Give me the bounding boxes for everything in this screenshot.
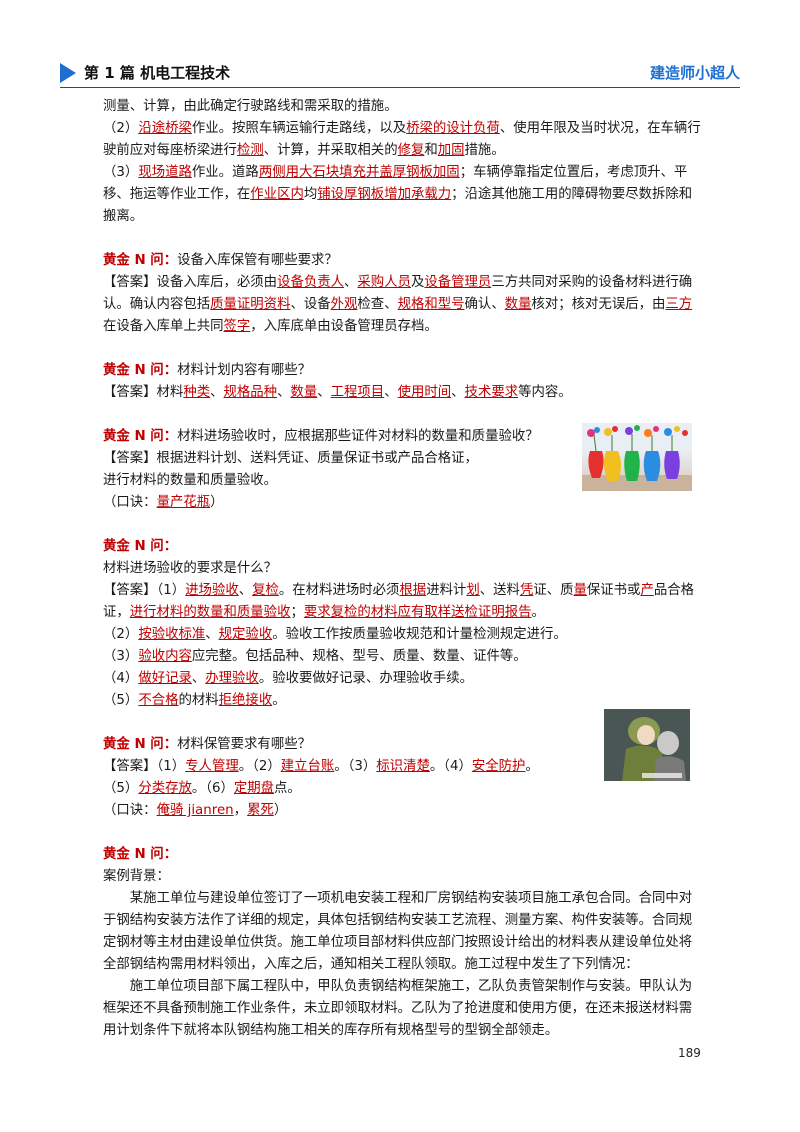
answer: 【答案】（1）进场验收、复检。在材料进场时必须根据进料计划、送料凭证、质量保证书… [103,583,695,620]
case-paragraph: 某施工单位与建设单位签订了一项机电安装工程和厂房钢结构安装项目施工承包合同。合同… [103,891,693,972]
answer: 【答案】（1）专人管理。（2）建立台账。（3）标识清楚。（4）安全防护。 [103,759,539,774]
page-content: 测量、计算，由此确定行驶路线和需采取的措施。 （2）沿途桥梁作业。按照车辆运输行… [103,96,703,1042]
mnemonic: （口诀：量产花瓶） [103,495,224,510]
question: 黄金 N 问：设备入库保管有哪些要求？ [103,253,338,268]
case-paragraph: 施工单位项目部下属工程队中，甲队负责钢结构框架施工，乙队负责管架制作与安装。甲队… [103,979,693,1038]
page-number: 189 [678,1046,701,1060]
answer: （3）验收内容应完整。包括品种、规格、型号、质量、数量、证件等。 [103,649,527,664]
question: 黄金 N 问：材料保管要求有哪些？ [103,737,311,752]
flower-vases-image [582,423,692,491]
section-title: 第 1 篇 机电工程技术 [84,64,231,82]
question-label: 黄金 N 问： [103,737,178,752]
answer: 【答案】材料种类、规格品种、数量、工程项目、使用时间、技术要求等内容。 [103,385,572,400]
question-text: 材料进场验收的要求是什么？ [103,561,278,576]
question: 黄金 N 问：材料计划内容有哪些？ [103,363,311,378]
answer: （2）按验收标准、规定验收。验收工作按质量验收规范和计量检测规定进行。 [103,627,567,642]
anime-characters-image [604,709,690,781]
answer: 【答案】根据进料计划、送料凭证、质量保证书或产品合格证， [103,451,478,466]
case-background-label: 案例背景： [103,869,170,884]
paragraph: （2）沿途桥梁作业。按照车辆运输行走路线，以及桥梁的设计负荷、使用年限及当时状况… [103,121,701,158]
answer: 进行材料的数量和质量验收。 [103,473,278,488]
question: 黄金 N 问： [103,536,703,558]
answer: （5）不合格的材料拒绝接收。 [103,693,286,708]
question: 黄金 N 问： [103,844,703,866]
question-label: 黄金 N 问： [103,363,178,378]
blue-triangle-icon [60,63,76,83]
question-label: 黄金 N 问： [103,429,178,444]
paragraph: 测量、计算，由此确定行驶路线和需采取的措施。 [103,99,398,114]
answer: （5）分类存放。（6）定期盘点。 [103,781,301,796]
question-label: 黄金 N 问： [103,847,178,862]
mnemonic: （口诀：俺骑 jianren，累死） [103,803,288,818]
question-label: 黄金 N 问： [103,539,178,554]
brand-name: 建造师小超人 [649,64,740,82]
question: 黄金 N 问：材料进场验收时，应根据那些证件对材料的数量和质量验收？ [103,429,539,444]
answer: （4）做好记录、办理验收。验收要做好记录、办理验收手续。 [103,671,474,686]
header-divider [60,87,740,88]
paragraph: （3）现场道路作业。道路两侧用大石块填充并盖厚钢板加固；车辆停靠指定位置后，考虑… [103,165,693,224]
question-label: 黄金 N 问： [103,253,178,268]
page-header: 第 1 篇 机电工程技术 建造师小超人 [60,60,740,90]
answer: 【答案】设备入库后，必须由设备负责人、采购人员及设备管理员三方共同对采购的设备材… [103,275,693,334]
